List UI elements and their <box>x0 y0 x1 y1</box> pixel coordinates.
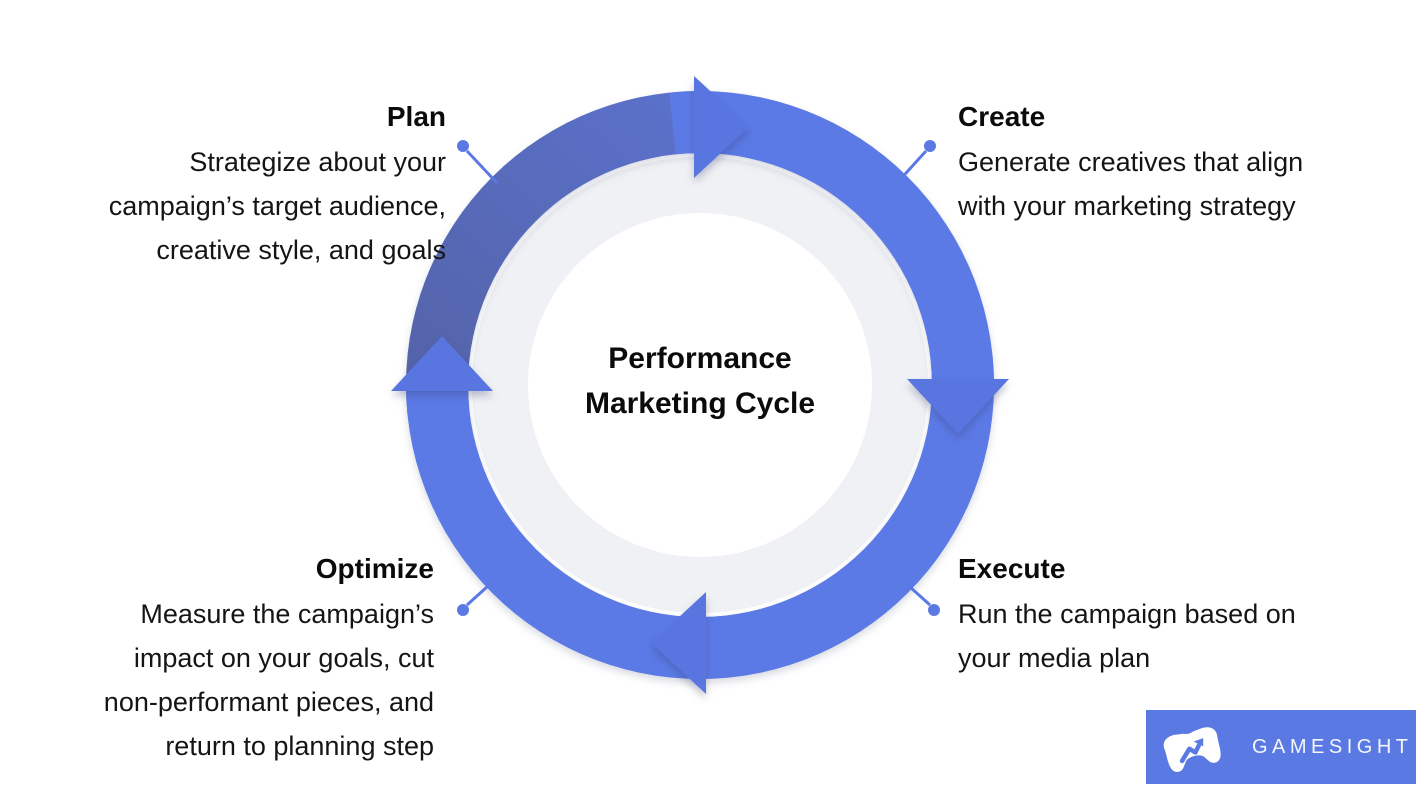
gamesight-brand-text: GAMESIGHT <box>1252 735 1413 758</box>
connector-line-execute <box>898 576 932 607</box>
stage-execute-label: Execute <box>958 553 1066 584</box>
stage-plan-description: Strategize about your campaign’s target … <box>108 147 446 265</box>
stage-optimize-label: Optimize <box>315 553 434 584</box>
cycle-track-ring <box>472 157 928 613</box>
stage-create: Create Generate creatives that align wit… <box>958 94 1303 228</box>
connector-line-create <box>895 149 928 185</box>
arrowhead-left-up-icon <box>391 336 493 391</box>
stage-create-description: Generate creatives that align with your … <box>958 147 1304 221</box>
connector-line-plan <box>465 149 499 185</box>
stage-execute: Execute Run the campaign based on your m… <box>958 546 1296 680</box>
arrowhead-top-east-icon <box>694 76 749 178</box>
stage-create-label: Create <box>958 101 1046 132</box>
diagram-title-line1: Performance <box>608 342 792 375</box>
connector-dot-execute <box>928 604 940 616</box>
connector-dot-create <box>924 140 936 152</box>
stage-execute-description: Run the campaign based on your media pla… <box>958 599 1296 673</box>
gamesight-logo: GAMESIGHT <box>1146 710 1416 784</box>
connector-dot-optimize <box>457 604 469 616</box>
diagram-title-line2: Marketing Cycle <box>584 387 816 420</box>
stage-optimize-description: Measure the campaign’s impact on your go… <box>103 599 434 761</box>
stage-plan-label: Plan <box>386 101 446 132</box>
diagram-title: Performance Marketing Cycle <box>500 336 900 426</box>
stage-optimize: Optimize Measure the campaign’s impact o… <box>104 546 434 768</box>
gamepad-trend-arrow-icon <box>1163 727 1221 772</box>
connector-line-optimize <box>465 575 500 607</box>
arrowhead-bottom-west-icon <box>651 592 706 694</box>
stage-plan: Plan Strategize about your campaign’s ta… <box>109 94 446 272</box>
arrowhead-right-down-icon <box>907 379 1009 434</box>
connector-dot-plan <box>457 140 469 152</box>
